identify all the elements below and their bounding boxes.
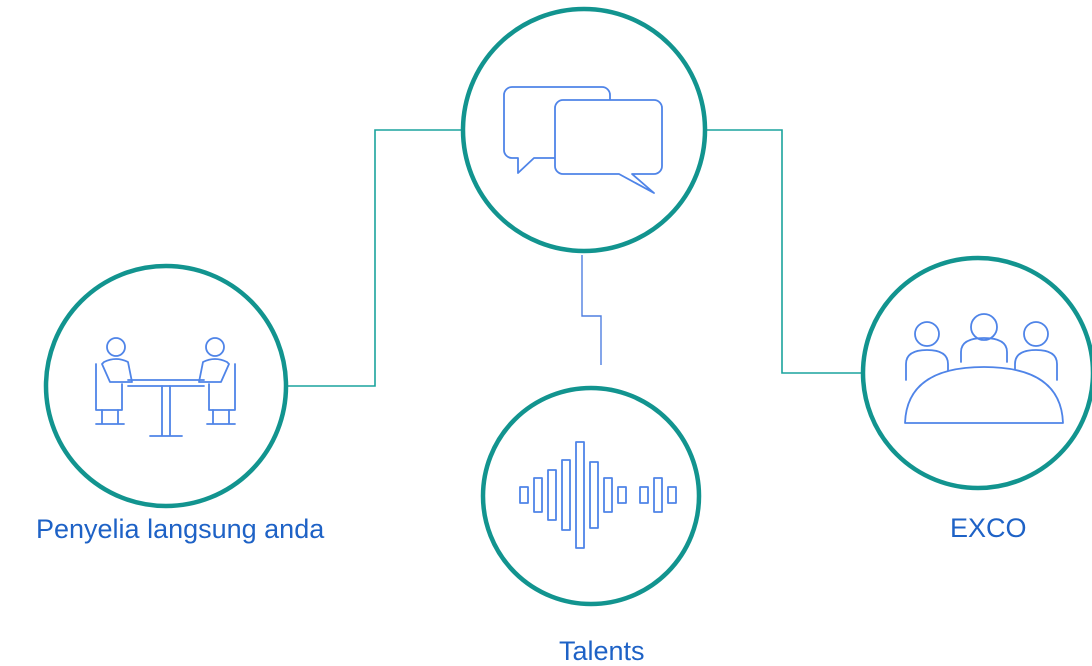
connector-hub-to-center (581, 255, 602, 365)
left-node-label: Penyelia langsung anda (36, 514, 325, 544)
board-meeting-icon (904, 313, 1064, 424)
connector-hub-to-right (705, 129, 866, 374)
hub-node (460, 6, 708, 254)
center-node-circle (480, 385, 702, 607)
one-on-one-meeting-icon (95, 337, 236, 437)
chat-bubbles-icon (503, 86, 663, 194)
connector-hub-to-left (288, 129, 463, 387)
center-node (480, 385, 702, 607)
left-node (43, 263, 289, 509)
right-node-label: EXCO (950, 513, 1027, 543)
connectors (288, 129, 866, 387)
center-node-label: Talents (559, 636, 645, 666)
right-node (860, 255, 1092, 491)
sound-wave-icon (519, 441, 677, 549)
